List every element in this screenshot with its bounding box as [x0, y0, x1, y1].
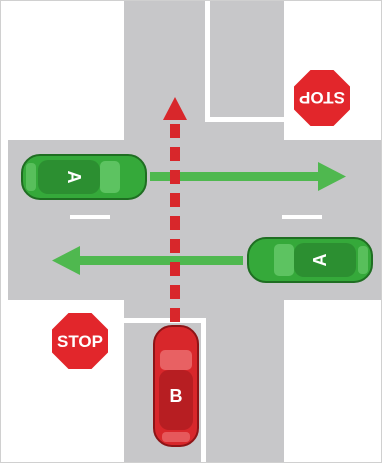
top-center-line — [205, 0, 210, 120]
car-windshield — [160, 350, 192, 370]
car-b-bottom: B — [154, 326, 198, 446]
bottom-center-line — [201, 318, 206, 463]
car-a-right: A — [248, 238, 372, 282]
car-b-label: B — [170, 386, 183, 406]
stop-sign-bottom-left: STOP — [48, 309, 112, 373]
car-rear-window — [162, 432, 190, 442]
arrow-shaft — [78, 256, 243, 265]
car-windshield — [274, 244, 294, 276]
car-a-right-label: A — [310, 254, 330, 267]
right-dash — [282, 215, 322, 219]
car-rear-window — [26, 163, 36, 191]
left-dash — [70, 215, 110, 219]
stop-sign-top-right: STOP — [290, 66, 354, 130]
stop-sign-top-right-text: STOP — [299, 88, 345, 107]
stop-sign-bottom-left-text: STOP — [57, 332, 103, 351]
top-stop-line — [205, 117, 284, 122]
corner-bottom-right — [284, 300, 382, 463]
corner-top-left — [8, 0, 124, 140]
car-windshield — [100, 161, 120, 193]
car-rear-window — [358, 246, 368, 274]
car-a-left-label: A — [64, 171, 84, 184]
bottom-stop-line — [124, 318, 206, 323]
car-a-left: A — [22, 155, 146, 199]
